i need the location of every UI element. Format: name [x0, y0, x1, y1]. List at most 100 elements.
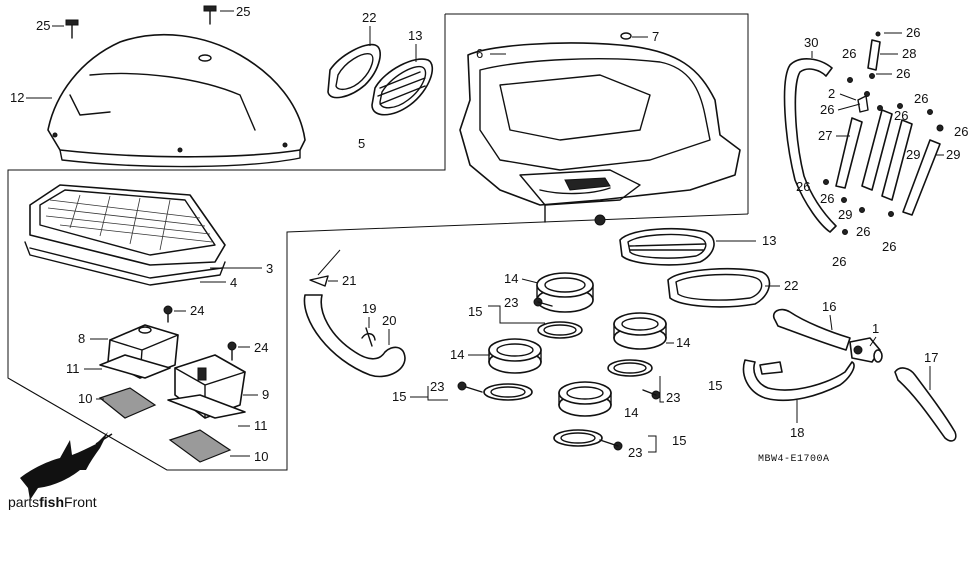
- bolt-23-b: [642, 389, 661, 400]
- brand-parts: parts: [8, 494, 39, 510]
- joint-1: [849, 337, 883, 363]
- bolt-23-c: [457, 381, 483, 393]
- callout-29-b: 29: [946, 147, 960, 162]
- callout-18: 18: [790, 425, 804, 440]
- screw-25-right: [203, 5, 217, 25]
- callout-17: 17: [924, 350, 938, 365]
- callout-20: 20: [382, 313, 396, 328]
- seal-22-top: [327, 43, 381, 99]
- callout-23-a: 23: [504, 295, 518, 310]
- callout-24-upper: 24: [190, 303, 204, 318]
- tube-27: [835, 117, 863, 189]
- callout-26-j: 26: [856, 224, 870, 239]
- callout-23-d: 23: [628, 445, 642, 460]
- callout-8: 8: [78, 331, 85, 346]
- callout-22-top: 22: [362, 10, 376, 25]
- callout-29-a: 29: [906, 147, 920, 162]
- callout-26-c: 26: [896, 66, 910, 81]
- callout-6: 6: [476, 46, 483, 61]
- callout-11-lower: 11: [254, 418, 268, 433]
- callout-14-b: 14: [676, 335, 690, 350]
- callout-26-g: 26: [954, 124, 968, 139]
- callout-7: 7: [652, 29, 659, 44]
- callout-10-lower: 10: [254, 449, 268, 464]
- callout-13-right: 13: [762, 233, 776, 248]
- clips-26: [823, 31, 944, 235]
- callout-12: 12: [10, 90, 24, 105]
- callout-1: 1: [872, 321, 879, 336]
- screw-24-lower: [227, 341, 237, 361]
- frame-lines: [7, 13, 749, 471]
- seal-10-upper: [98, 387, 157, 419]
- callout-26-f: 26: [894, 108, 908, 123]
- bolt-23-a: [533, 297, 553, 307]
- callout-30: 30: [804, 35, 818, 50]
- callout-9: 9: [262, 387, 269, 402]
- clamp-15-d: [553, 429, 603, 447]
- screw-24-upper: [163, 305, 173, 323]
- screw-25-left: [65, 19, 79, 39]
- air-cleaner-cover: [47, 33, 306, 168]
- callout-3: 3: [266, 261, 273, 276]
- clip-21: [309, 275, 329, 287]
- partsfish-brand-text: partsfishFront: [8, 494, 97, 510]
- connecting-tube-14-a: [536, 272, 594, 313]
- callout-21: 21: [342, 273, 356, 288]
- callout-25-right: 25: [236, 4, 250, 19]
- callout-14-c: 14: [450, 347, 464, 362]
- callout-29-c: 29: [838, 207, 852, 222]
- diagram-code: MBW4-E1700A: [758, 454, 830, 465]
- gasket-11-upper: [99, 354, 171, 379]
- hose-18: [742, 359, 855, 402]
- callout-28: 28: [902, 46, 916, 61]
- tube-30: [783, 58, 837, 233]
- callout-15-b: 15: [708, 378, 722, 393]
- connecting-tube-14-d: [558, 381, 612, 417]
- clip-19: [361, 327, 376, 347]
- callouts: 25 25 12 22 13 5 6 7 3 4 24 24 8 11 9 10…: [10, 4, 968, 464]
- air-cleaner-case: [459, 42, 741, 226]
- callout-26-b: 26: [842, 46, 856, 61]
- callout-19: 19: [362, 301, 376, 316]
- callout-26-l: 26: [832, 254, 846, 269]
- air-filter-element: [24, 184, 226, 286]
- seal-10-lower: [168, 429, 232, 463]
- tube-29-b: [881, 119, 913, 201]
- clamp-15-a: [537, 321, 583, 339]
- gasket-11-lower: [167, 394, 246, 419]
- brand-fish: fish: [39, 494, 64, 510]
- callout-10-upper: 10: [78, 391, 92, 406]
- callout-23-b: 23: [666, 390, 680, 405]
- connecting-tube-14-b: [613, 312, 667, 350]
- callout-26-e: 26: [914, 91, 928, 106]
- partsfish-logo-icon: [20, 432, 113, 500]
- callout-26-k: 26: [882, 239, 896, 254]
- seal-22-right: [667, 267, 771, 308]
- callout-27: 27: [818, 128, 832, 143]
- callout-24-lower: 24: [254, 340, 268, 355]
- callout-14-a: 14: [504, 271, 518, 286]
- seal-13-top: [371, 58, 434, 116]
- hose-17: [894, 367, 957, 442]
- clip-7: [620, 32, 632, 40]
- callout-5: 5: [358, 136, 365, 151]
- callout-2: 2: [828, 86, 835, 101]
- tube-29-a: [861, 109, 893, 191]
- bolt-23-d: [599, 439, 623, 451]
- callout-15-d: 15: [672, 433, 686, 448]
- callout-22-right: 22: [784, 278, 798, 293]
- hose-20: [303, 294, 406, 378]
- callout-26-i: 26: [820, 191, 834, 206]
- callout-16: 16: [822, 299, 836, 314]
- hose-16: [772, 308, 851, 351]
- callout-15-c: 15: [392, 389, 406, 404]
- callout-26-d: 26: [820, 102, 834, 117]
- brand-front: Front: [64, 494, 97, 510]
- tube-28: [867, 39, 881, 71]
- seal-13-right: [619, 227, 715, 266]
- leader-21: [317, 249, 341, 276]
- callout-26-a: 26: [906, 25, 920, 40]
- callout-15-a: 15: [468, 304, 482, 319]
- clamp-15-c: [483, 383, 533, 401]
